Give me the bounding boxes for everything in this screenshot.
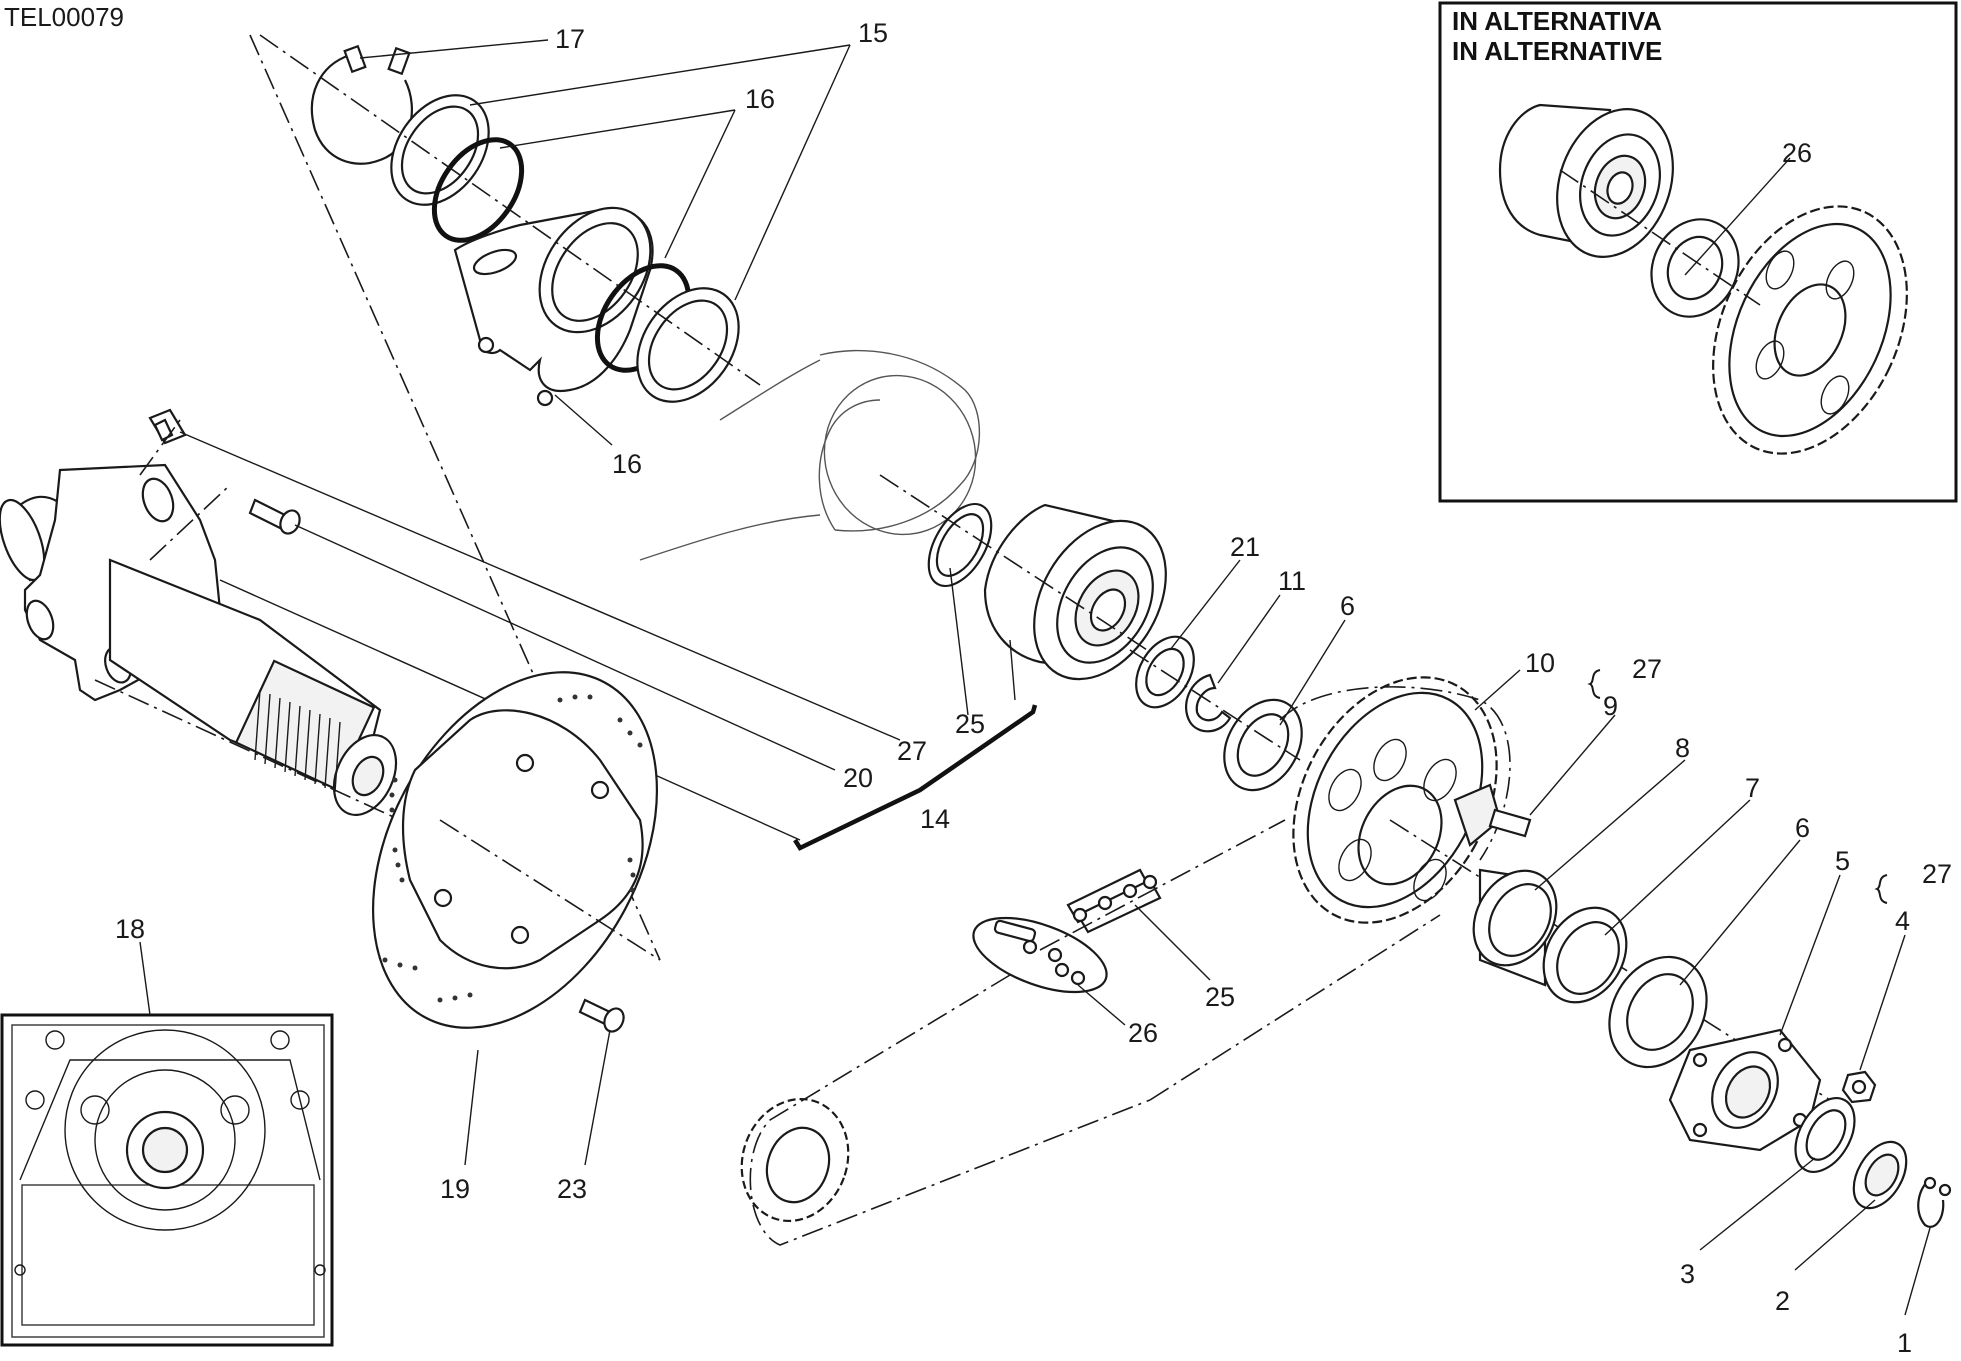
alt-sprocket [1712,205,1908,455]
callout-27a: 27 [1632,654,1662,684]
flange-5 [1668,1028,1822,1152]
alternative-box: IN ALTERNATIVA IN ALTERNATIVE 26 [1438,1,1958,503]
drawing-code: TEL00079 [4,2,124,32]
grease-nipple-23 [148,408,187,445]
brake-disc-20 [371,671,659,1029]
callout-6a: 6 [1340,591,1355,621]
alternative-title-en: IN ALTERNATIVE [1452,36,1662,66]
rear-hub-shaft [0,463,398,816]
callout-25: 25 [955,709,985,739]
callout-14: 25 [1205,982,1235,1012]
hub-drum-13 [983,503,1167,681]
callout-18: 17 [555,24,585,54]
callout-7: 7 [1745,773,1760,803]
callout-4: 4 [1895,906,1910,936]
oring-16a [431,137,525,243]
ring-15a [390,94,490,206]
callout-5: 5 [1835,846,1850,876]
alternative-title-it: IN ALTERNATIVA [1452,6,1662,36]
brace-27a [1587,669,1601,699]
sprocket-10 [1292,676,1498,924]
bracket-13 [793,704,1038,851]
callout-1: 1 [1897,1328,1912,1358]
circlip-18 [310,44,413,165]
callout-3: 3 [1680,1259,1695,1289]
callout-19: 18 [115,914,145,944]
chain-kit-26 [972,916,1108,994]
spacer-7 [1542,906,1628,1004]
disc-holes [382,694,643,1003]
chain-link-14 [1066,868,1162,934]
spacer-8 [1472,868,1558,987]
callout-22: 23 [557,1174,587,1204]
callout-23: 27 [897,736,927,766]
callout-13: 14 [920,804,950,834]
washer-6a [1223,698,1303,792]
callout-16: 16 [745,84,775,114]
callout-9: 9 [1603,691,1618,721]
circlip-1 [1917,1176,1952,1228]
callout-26: 26 [1128,1018,1158,1048]
inset-19: 18 [0,914,334,1347]
callout-24: 26 [1782,138,1812,168]
front-sprocket [740,1097,850,1223]
callout-10: 10 [1525,648,1555,678]
nut-4 [1841,1070,1877,1104]
callout-8: 8 [1675,733,1690,763]
callout-17: 16 [612,449,642,479]
brace-27b [1874,874,1888,904]
washer-6b [1608,955,1708,1069]
callout-27b: 27 [1922,859,1952,889]
callout-11: 11 [1278,566,1306,596]
screw-21 [248,498,301,535]
callout-20: 19 [440,1174,470,1204]
screw-22 [578,998,625,1033]
washer-3 [1794,1097,1856,1173]
callout-12: 21 [1230,532,1260,562]
swingarm-outline [639,349,981,561]
seal-25 [927,502,993,588]
callout-2: 2 [1775,1286,1790,1316]
stud-9 [1453,783,1532,847]
callout-6b: 6 [1795,813,1810,843]
nut-2 [1852,1140,1908,1210]
callout-15: 15 [858,18,888,48]
callout-21: 20 [843,763,873,793]
circlip-11 [1185,673,1232,733]
